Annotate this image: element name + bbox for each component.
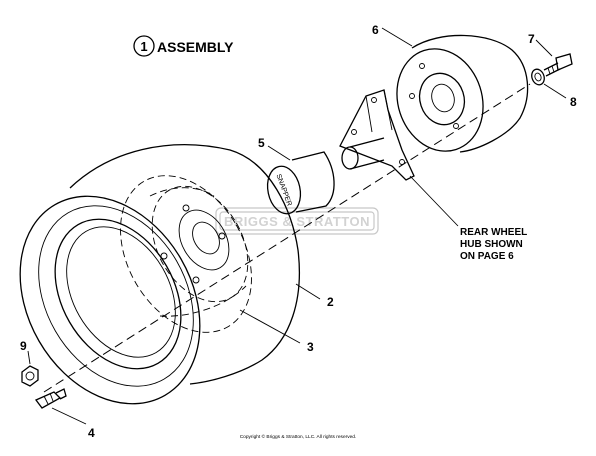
callout-6: 6 bbox=[372, 23, 379, 37]
callout-4: 4 bbox=[88, 426, 95, 440]
washer bbox=[531, 68, 545, 86]
title-text: ASSEMBLY bbox=[157, 39, 234, 55]
rear-wheel-note: REAR WHEEL HUB SHOWN ON PAGE 6 bbox=[460, 227, 527, 262]
assembly-title: 1 ASSEMBLY bbox=[133, 35, 234, 57]
center-axis bbox=[43, 83, 531, 393]
leader-lines bbox=[27, 27, 567, 425]
title-number-circle bbox=[133, 35, 155, 57]
callout-3: 3 bbox=[307, 340, 314, 354]
axle-bracket bbox=[339, 89, 415, 181]
note-line-3: ON PAGE 6 bbox=[460, 251, 514, 262]
callout-7: 7 bbox=[528, 32, 535, 46]
stud-bolt bbox=[34, 388, 67, 409]
note-line-1: REAR WHEEL bbox=[460, 227, 527, 238]
bolt bbox=[543, 53, 573, 77]
note-line-2: HUB SHOWN bbox=[460, 239, 523, 250]
callout-9: 9 bbox=[20, 339, 27, 353]
tire bbox=[19, 144, 301, 405]
title-number: 1 bbox=[140, 39, 147, 54]
copyright-text: Copyright © Briggs & Stratton, LLC. All … bbox=[240, 433, 357, 440]
callout-8: 8 bbox=[570, 95, 577, 109]
hub-drum bbox=[396, 34, 529, 153]
callout-5: 5 bbox=[258, 136, 265, 150]
callout-2: 2 bbox=[327, 295, 334, 309]
watermark-text: BRIGGS & STRATTON bbox=[224, 214, 370, 229]
lug-nut bbox=[21, 365, 39, 387]
wheel-rim bbox=[120, 175, 252, 333]
